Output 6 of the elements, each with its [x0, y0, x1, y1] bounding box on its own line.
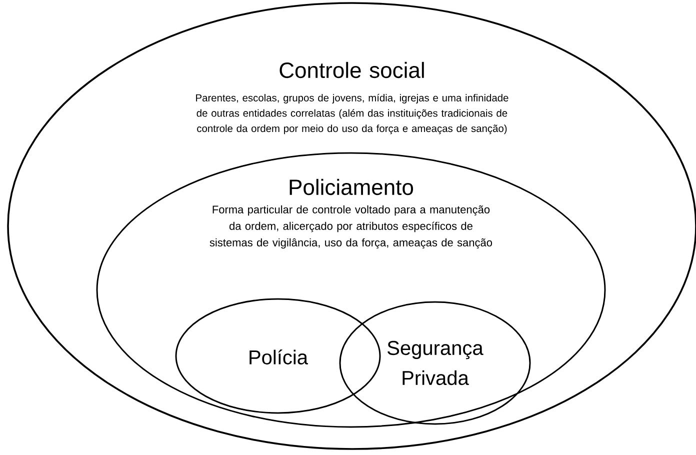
ellipse-description: Parentes, escolas, grupos de jovens, mídia, igrejas e uma infinidade de outras entidades correlatas (além das instituições tradicionais de controle da ordem por meio do uso da força e ameaças de sanção)	[196, 94, 508, 134]
ellipse-heading: Controle social	[280, 62, 424, 78]
ellipse-description: Forma particular de controle voltado para a manutenção da ordem, alicerçado por atributos específicos de sistemas de vigilância, uso da força, ameaças de sanção	[210, 205, 492, 249]
ellipse-label: Polícia	[250, 350, 308, 364]
ellipse-label: Segurança Privada	[388, 340, 484, 386]
ellipse-heading: Policiamento	[290, 178, 414, 196]
